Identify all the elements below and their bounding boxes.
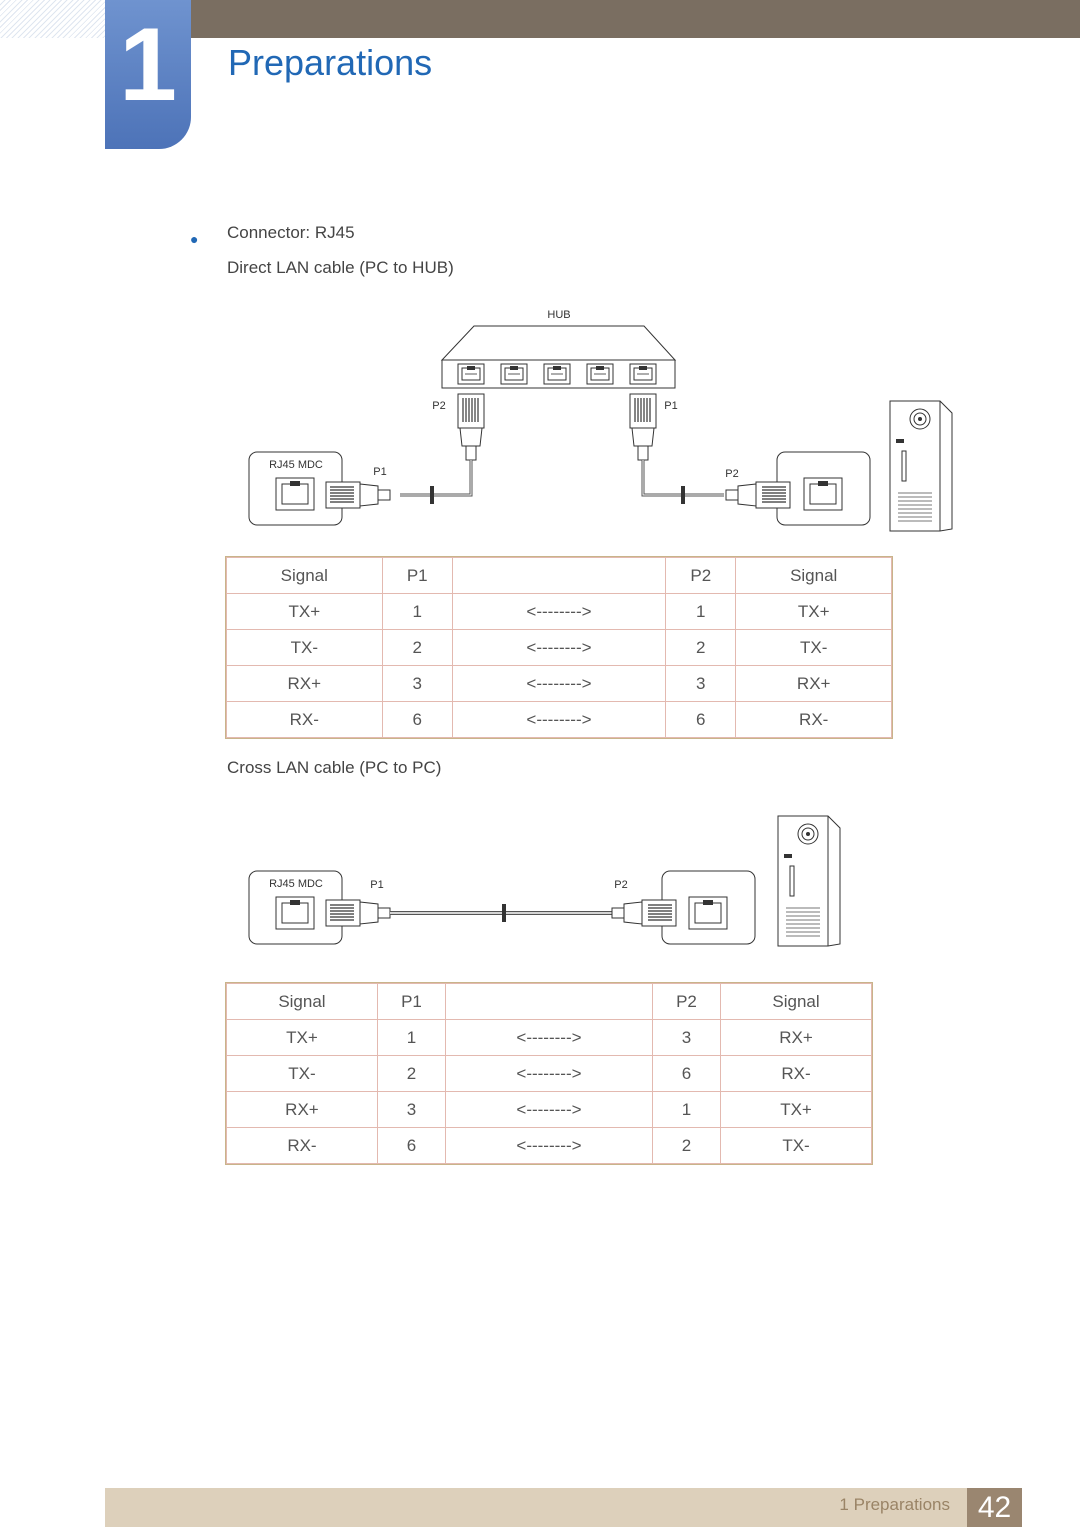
- cross-cable-caption: Cross LAN cable (PC to PC): [227, 758, 442, 777]
- table-cell: 6: [376, 1127, 447, 1164]
- display-box-cross-right: [661, 870, 756, 945]
- table-cell: TX-: [226, 1055, 378, 1092]
- table-cell: 1: [381, 593, 453, 630]
- cross-p1-label: P1: [370, 879, 383, 891]
- bullet-icon: ●: [190, 231, 199, 247]
- table-cell: RX+: [226, 1091, 378, 1128]
- page-number: 42: [967, 1488, 1022, 1527]
- header-bar: [190, 0, 1080, 38]
- direct-cable-diagram: HUB P2 P1 RJ45 MDC P1 P2: [248, 309, 953, 532]
- table-header-cell: Signal: [720, 983, 872, 1020]
- table-cell: 1: [651, 1091, 722, 1128]
- hub-label: HUB: [547, 309, 570, 321]
- table-cell: <-------->: [451, 593, 667, 630]
- table-cell: RX+: [735, 665, 892, 702]
- table-header-cell: P2: [665, 557, 737, 594]
- table-cell: <-------->: [451, 701, 667, 738]
- table-header-cell: Signal: [226, 983, 378, 1020]
- table-cell: <-------->: [445, 1127, 653, 1164]
- table-header-cell: [451, 557, 667, 594]
- table-cell: <-------->: [445, 1055, 653, 1092]
- table-header-cell: P2: [651, 983, 722, 1020]
- pc-tower-icon: [777, 815, 841, 947]
- mdc-label: RJ45 MDC: [269, 459, 323, 471]
- table-cell: 2: [381, 629, 453, 666]
- footer-chapter-label: 1 Preparations: [839, 1495, 950, 1514]
- table-cell: 1: [376, 1019, 447, 1056]
- table-cell: TX+: [226, 1019, 378, 1056]
- hub-left-p2-label: P2: [432, 400, 445, 412]
- right-p2-label: P2: [725, 468, 738, 480]
- table-cell: TX-: [735, 629, 892, 666]
- mdc-box-cross-left: [248, 870, 343, 945]
- header-hatch: [0, 0, 105, 38]
- table-cell: 3: [381, 665, 453, 702]
- table-cell: TX-: [720, 1127, 872, 1164]
- connector-text: Connector: RJ45: [227, 223, 355, 242]
- table-cell: 6: [665, 701, 737, 738]
- table-cell: RX-: [226, 1127, 378, 1164]
- table-cell: RX+: [226, 665, 383, 702]
- table-cell: 2: [665, 629, 737, 666]
- table-cell: RX-: [226, 701, 383, 738]
- chapter-number: 1: [119, 7, 177, 123]
- hub-right-p1-label: P1: [664, 400, 677, 412]
- table-cell: <-------->: [445, 1091, 653, 1128]
- direct-cable-caption: Direct LAN cable (PC to HUB): [227, 258, 454, 277]
- table-cell: 3: [665, 665, 737, 702]
- table-cell: RX-: [720, 1055, 872, 1092]
- table-cell: RX+: [720, 1019, 872, 1056]
- chapter-tab: 1: [105, 0, 191, 149]
- table-header-cell: Signal: [226, 557, 383, 594]
- left-p1-label: P1: [373, 466, 386, 478]
- table-cell: TX+: [735, 593, 892, 630]
- table-cell: <-------->: [451, 665, 667, 702]
- table-cell: 6: [381, 701, 453, 738]
- table-cell: 3: [651, 1019, 722, 1056]
- table-cell: 2: [376, 1055, 447, 1092]
- cross-p2-label: P2: [614, 879, 627, 891]
- table-cell: 1: [665, 593, 737, 630]
- table-cell: 2: [651, 1127, 722, 1164]
- table-header-cell: P1: [381, 557, 453, 594]
- table-cell: TX+: [720, 1091, 872, 1128]
- page-title: Preparations: [228, 42, 433, 83]
- cross-mdc-label: RJ45 MDC: [269, 878, 323, 890]
- table-cell: <-------->: [451, 629, 667, 666]
- table-cell: 3: [376, 1091, 447, 1128]
- table-header-cell: Signal: [735, 557, 892, 594]
- table-header-cell: P1: [376, 983, 447, 1020]
- table-cell: <-------->: [445, 1019, 653, 1056]
- table-cell: RX-: [735, 701, 892, 738]
- table-cell: 6: [651, 1055, 722, 1092]
- table-header-cell: [445, 983, 653, 1020]
- table-cell: TX-: [226, 629, 383, 666]
- hub-device: [440, 325, 677, 389]
- table-cell: TX+: [226, 593, 383, 630]
- footer-bar: [105, 1488, 967, 1527]
